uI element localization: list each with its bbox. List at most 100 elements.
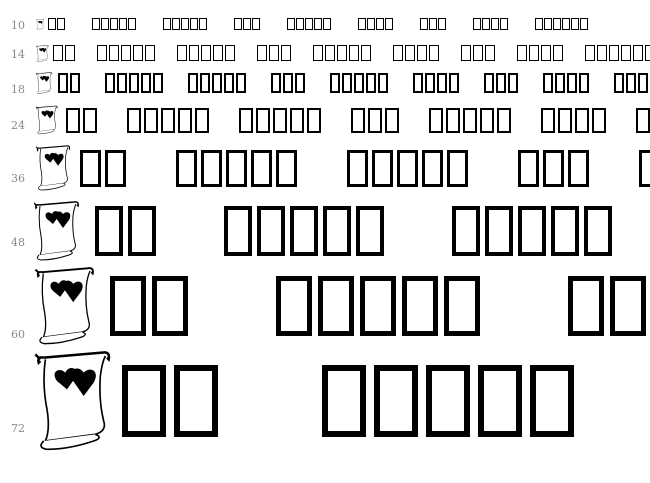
- missing-glyph-box: [190, 18, 198, 30]
- missing-glyph-box: [485, 45, 495, 61]
- missing-glyph-box: [101, 18, 109, 30]
- missing-glyph-box: [128, 206, 156, 256]
- missing-glyph-box: [385, 107, 399, 133]
- missing-glyph-box: [252, 18, 260, 30]
- missing-glyph-box: [517, 45, 527, 61]
- missing-glyph-box: [579, 73, 589, 93]
- missing-glyph-box: [518, 149, 539, 187]
- missing-glyph-box: [283, 73, 293, 93]
- missing-glyph-box: [105, 149, 126, 187]
- sample-row: 24: [0, 100, 650, 140]
- missing-glyph-box: [201, 149, 222, 187]
- missing-glyph-word: [347, 149, 468, 187]
- missing-glyph-box: [626, 73, 636, 93]
- missing-glyph-box: [80, 149, 101, 187]
- missing-glyph-box: [568, 276, 604, 336]
- missing-glyph-box: [437, 73, 447, 93]
- missing-glyph-word: [484, 73, 518, 93]
- missing-glyph-word: [239, 107, 321, 133]
- missing-glyph-box: [633, 45, 643, 61]
- sample-row: 48: [0, 196, 650, 266]
- missing-glyph-box: [597, 45, 607, 61]
- missing-glyph-box: [224, 73, 234, 93]
- missing-glyph-box: [141, 73, 151, 93]
- missing-glyph-box: [473, 18, 481, 30]
- scroll-with-hearts-icon: [35, 44, 49, 62]
- missing-glyph-word: [351, 107, 399, 133]
- missing-glyph-text: [80, 149, 650, 187]
- missing-glyph-text: [58, 73, 650, 93]
- missing-glyph-box: [152, 276, 188, 336]
- missing-glyph-box: [251, 149, 272, 187]
- missing-glyph-word: [287, 18, 331, 30]
- missing-glyph-box: [188, 73, 198, 93]
- missing-glyph-word: [313, 45, 371, 61]
- missing-glyph-box: [119, 18, 127, 30]
- missing-glyph-box: [354, 73, 364, 93]
- missing-glyph-box: [397, 149, 418, 187]
- missing-glyph-box: [446, 107, 460, 133]
- missing-glyph-box: [117, 73, 127, 93]
- missing-glyph-box: [305, 18, 313, 30]
- missing-glyph-box: [553, 18, 561, 30]
- missing-glyph-box: [145, 45, 155, 61]
- missing-glyph-word: [188, 73, 246, 93]
- missing-glyph-box: [500, 18, 508, 30]
- size-label: 60: [11, 328, 25, 341]
- missing-glyph-box: [374, 365, 418, 437]
- missing-glyph-box: [463, 107, 477, 133]
- missing-glyph-box: [645, 45, 650, 61]
- missing-glyph-box: [287, 18, 295, 30]
- missing-glyph-box: [172, 18, 180, 30]
- missing-glyph-box: [337, 45, 347, 61]
- missing-glyph-box: [271, 73, 281, 93]
- scroll-with-hearts-icon: [33, 201, 79, 261]
- missing-glyph-box: [276, 149, 297, 187]
- missing-glyph-box: [322, 365, 366, 437]
- missing-glyph-box: [295, 73, 305, 93]
- missing-glyph-box: [541, 45, 551, 61]
- missing-glyph-box: [174, 365, 218, 437]
- missing-glyph-word: [420, 18, 446, 30]
- missing-glyph-box: [496, 73, 506, 93]
- scroll-with-hearts-icon: [34, 267, 94, 345]
- missing-glyph-box: [393, 45, 403, 61]
- missing-glyph-word: [461, 45, 495, 61]
- size-label: 18: [11, 83, 25, 96]
- missing-glyph-box: [349, 45, 359, 61]
- missing-glyph-word: [517, 45, 563, 61]
- missing-glyph-box: [239, 107, 253, 133]
- size-label: 48: [11, 236, 25, 249]
- missing-glyph-word: [429, 107, 511, 133]
- missing-glyph-box: [323, 18, 331, 30]
- sample-row: 14: [0, 40, 650, 66]
- missing-glyph-box: [444, 276, 480, 336]
- missing-glyph-box: [376, 18, 384, 30]
- missing-glyph-box: [508, 73, 518, 93]
- missing-glyph-box: [485, 206, 513, 256]
- missing-glyph-box: [417, 45, 427, 61]
- missing-glyph-box: [110, 276, 146, 336]
- missing-glyph-box: [128, 18, 136, 30]
- missing-glyph-box: [53, 45, 63, 61]
- missing-glyph-word: [122, 365, 218, 437]
- missing-glyph-box: [161, 107, 175, 133]
- missing-glyph-box: [201, 45, 211, 61]
- missing-glyph-box: [281, 45, 291, 61]
- sample-row: 10: [0, 14, 650, 34]
- missing-glyph-box: [518, 206, 546, 256]
- scroll-glyph: [35, 68, 54, 100]
- missing-glyph-word: [257, 45, 291, 61]
- missing-glyph-box: [360, 276, 396, 336]
- missing-glyph-box: [447, 149, 468, 187]
- missing-glyph-box: [543, 149, 564, 187]
- missing-glyph-box: [429, 18, 437, 30]
- missing-glyph-box: [529, 45, 539, 61]
- scroll-with-hearts-icon: [35, 105, 58, 135]
- missing-glyph-word: [92, 18, 136, 30]
- sample-row: 72: [0, 346, 650, 456]
- missing-glyph-box: [226, 149, 247, 187]
- missing-glyph-word: [639, 149, 650, 187]
- missing-glyph-box: [378, 73, 388, 93]
- missing-glyph-box: [638, 73, 648, 93]
